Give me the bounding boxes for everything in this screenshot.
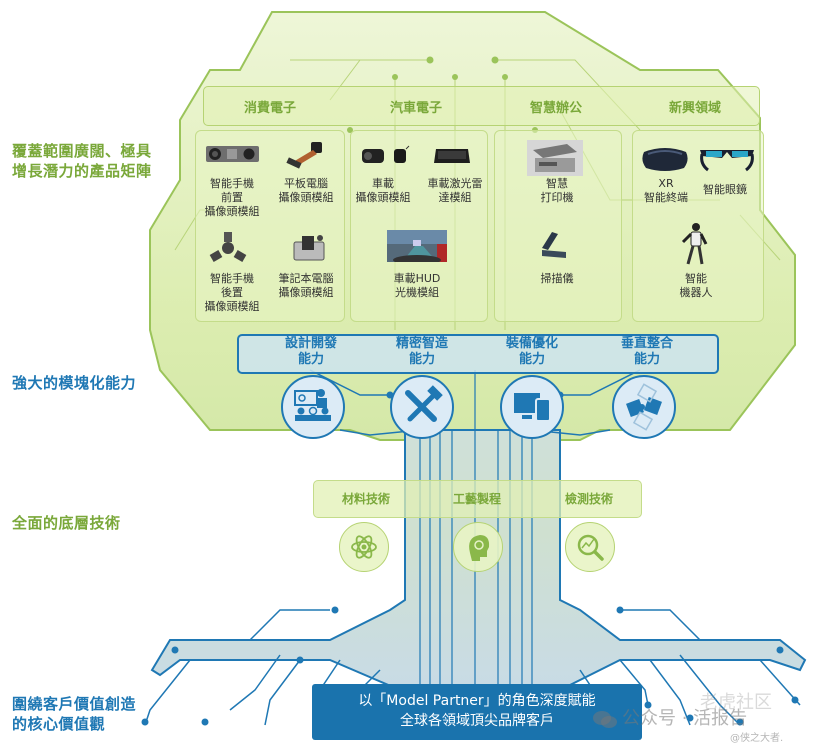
rear-camera-icon [209, 232, 247, 262]
scanner-icon [542, 232, 566, 258]
label-product-matrix-line1: 覆蓋範圍廣闊、極具 [12, 142, 152, 160]
label-core-value: 圍繞客戶價值創造 的核心價值觀 [12, 694, 136, 734]
label-core-value-line2: 的核心價值觀 [12, 715, 106, 733]
core-value-box: 以「Model Partner」的角色深度賦能 全球各領域頂尖品牌客戶 [312, 684, 642, 740]
item-front-camera-module: 智能手機 前置 攝像頭模組 [204, 177, 260, 218]
label-base-tech: 全面的底層技術 [12, 514, 121, 532]
watermark-author: @侠之大者. [730, 733, 784, 744]
label-product-matrix: 覆蓋範圍廣闊、極具 增長潛力的產品矩陣 [12, 141, 152, 181]
label-product-matrix-line2: 增長潛力的產品矩陣 [12, 162, 152, 180]
item-hud-module: 車載HUD 光機模組 [393, 272, 441, 299]
item-rear-camera-module: 智能手機 後置 攝像頭模組 [204, 272, 260, 313]
technology-circle-materials [339, 522, 389, 572]
item-scanner: 掃描儀 [540, 272, 574, 285]
magnify-chart-icon [577, 534, 604, 561]
item-smart-robot: 智能 機器人 [679, 272, 713, 299]
item-smart-glasses: 智能眼鏡 [703, 183, 747, 196]
category-bar [203, 86, 760, 126]
capability-circle-equipment [500, 375, 564, 439]
capability-precision-manufacturing: 精密智造能力 [395, 336, 448, 367]
printer-icon [527, 140, 583, 176]
capability-equipment-optimization: 裝備優化能力 [505, 336, 558, 367]
item-xr-terminal: XR 智能終端 [644, 177, 688, 204]
category-smart-office: 智慧辦公 [529, 101, 582, 116]
design-team-icon [294, 389, 331, 421]
capability-vertical-integration: 垂直整合能力 [620, 336, 673, 367]
technology-materials: 材料技術 [341, 492, 390, 506]
hud-icon [387, 230, 447, 262]
technology-bar [313, 480, 642, 518]
capability-circle-integration [612, 375, 676, 439]
capability-design-development: 設計開發能力 [284, 336, 337, 367]
devices-icon [514, 393, 551, 422]
smart-glasses-icon [700, 150, 754, 172]
item-smart-printer: 智慧 打印機 [540, 177, 574, 204]
item-tablet-camera-module: 平板電腦 攝像頭模組 [278, 177, 334, 204]
puzzle-icon [626, 383, 662, 431]
wechat-icon [593, 711, 617, 728]
category-emerging-fields: 新興領域 [668, 101, 721, 116]
technology-circle-inspection [565, 522, 615, 572]
core-value-line1: 以「Model Partner」的角色深度賦能 [358, 693, 596, 709]
camera-module-icon [206, 146, 259, 162]
capability-circle-manufacturing [390, 375, 454, 439]
watermark-text: 公众号 · 活报告 [622, 708, 748, 729]
technology-inspection: 檢測技術 [564, 492, 613, 506]
label-core-value-line1: 圍繞客戶價值創造 [12, 695, 137, 713]
technology-circle-process [453, 522, 503, 572]
item-laptop-camera-module: 筆記本電腦 攝像頭模組 [278, 272, 334, 299]
laptop-camera-icon [293, 235, 325, 261]
category-consumer-electronics: 消費電子 [243, 101, 296, 116]
capability-circle-design [281, 375, 345, 439]
lidar-icon [434, 149, 470, 163]
watermark-faded: 老虎社区 [700, 692, 772, 713]
vr-headset-icon [642, 148, 688, 171]
core-value-line2: 全球各領域頂尖品牌客戶 [400, 713, 554, 729]
robot-icon [681, 223, 708, 265]
atom-icon [351, 535, 377, 559]
flex-camera-icon [286, 142, 322, 169]
brain-gear-icon [469, 535, 490, 561]
tools-icon [405, 385, 443, 422]
label-modular-capability: 強大的模塊化能力 [12, 374, 137, 392]
item-car-camera-module: 車載 攝像頭模組 [355, 177, 411, 204]
car-camera-icon [362, 145, 410, 163]
category-automotive-electronics: 汽車電子 [389, 101, 442, 116]
technology-process: 工藝製程 [452, 492, 501, 506]
capability-bar [237, 334, 719, 374]
item-lidar-module: 車載激光雷 達模組 [427, 177, 483, 204]
